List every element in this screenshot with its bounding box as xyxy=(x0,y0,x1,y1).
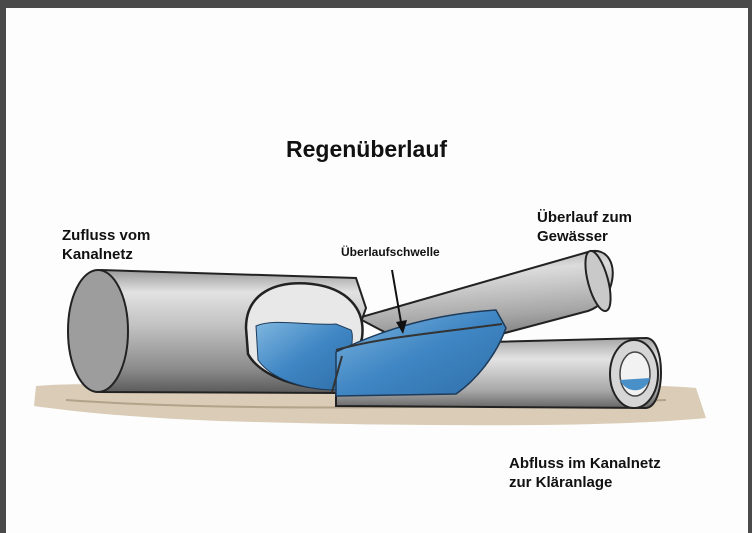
weir-label: Überlaufschwelle xyxy=(341,245,440,259)
diagram-page: Regenüberlauf Zufluss vom Kanalnetz Über… xyxy=(6,8,748,533)
inflow-label-line1: Zufluss vom xyxy=(62,226,150,245)
diagram-title: Regenüberlauf xyxy=(286,136,447,163)
overflow-label-line1: Überlauf zum xyxy=(537,208,632,227)
inflow-label-line2: Kanalnetz xyxy=(62,245,150,264)
overflow-label-line2: Gewässer xyxy=(537,227,632,246)
outflow-label: Abfluss im Kanalnetz zur Kläranlage xyxy=(509,454,661,492)
inflow-label: Zufluss vom Kanalnetz xyxy=(62,226,150,264)
outflow-label-line2: zur Kläranlage xyxy=(509,473,661,492)
overflow-label: Überlauf zum Gewässer xyxy=(537,208,632,246)
outflow-label-line1: Abfluss im Kanalnetz xyxy=(509,454,661,473)
